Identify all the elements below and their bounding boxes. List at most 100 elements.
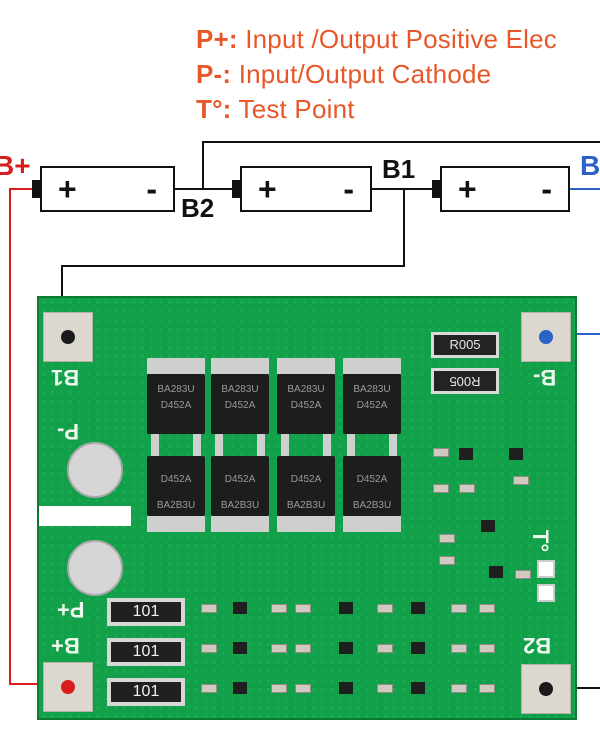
p-plus-pad (67, 540, 123, 596)
pcb-divider-strip (39, 506, 131, 526)
mosfet-tab (343, 516, 401, 532)
b2-label: B2 (181, 193, 215, 223)
p-minus-pad (67, 442, 123, 498)
smd-component (377, 604, 393, 613)
b-minus-label: B (580, 150, 600, 181)
smd-component (451, 684, 467, 693)
smd-component (201, 604, 217, 613)
silk-p-minus: P- (57, 419, 79, 444)
smd-component (479, 684, 495, 693)
mosfet-marking: BA2B3U (220, 500, 260, 511)
mosfet-marking: BA2B3U (156, 500, 196, 511)
smd-component (433, 448, 449, 457)
resistor-101-3: 101 (107, 678, 185, 706)
sot-transistor (459, 448, 473, 460)
mosfet-tab (211, 516, 269, 532)
silk-b-plus: B+ (51, 633, 80, 658)
mosfet-tab (277, 358, 335, 374)
mosfet-leg (347, 434, 355, 448)
battery-cell-3: + - (432, 166, 570, 212)
mosfet-bottom-3: D452A BA2B3U (277, 442, 335, 532)
smd-component (377, 644, 393, 653)
silk-b2: B2 (523, 633, 552, 658)
mosfet-leg (215, 434, 223, 448)
b1-pad-dot (61, 330, 75, 344)
mosfet-leg (151, 434, 159, 448)
mosfet-leg (193, 434, 201, 448)
smd-component (439, 534, 455, 543)
sot-transistor (481, 520, 495, 532)
smd-component (295, 644, 311, 653)
cell-terminal (32, 180, 42, 198)
b1-pad (43, 312, 93, 362)
mosfet-marking: D452A (224, 400, 256, 411)
sot-transistor (339, 602, 353, 614)
sot-transistor (411, 642, 425, 654)
cell-plus-sign: + (258, 171, 277, 207)
b-plus-label: B+ (0, 150, 31, 181)
shunt-resistor-2: R005 (431, 368, 499, 394)
mosfet-tab (343, 358, 401, 374)
test-point-pad (537, 560, 555, 578)
mosfet-marking: D452A (160, 474, 192, 485)
bms-pcb: B1 B- P- P+ B+ B2 T° BA283U D452A BA283U… (37, 296, 577, 720)
silk-b1: B1 (51, 365, 80, 390)
sot-transistor (339, 642, 353, 654)
mosfet-leg (257, 442, 265, 456)
mosfet-tab (147, 358, 205, 374)
smd-component (201, 684, 217, 693)
silk-b-minus: B- (533, 365, 557, 390)
battery-cell-2: + - (232, 166, 372, 212)
b-minus-pad (521, 312, 571, 362)
smd-component (295, 684, 311, 693)
b1-label: B1 (382, 154, 416, 184)
legend-p-minus-text: Input/Output Cathode (231, 59, 492, 89)
smd-component (459, 484, 475, 493)
battery-cell-1: + - (32, 166, 175, 212)
mosfet-marking: BA2B3U (286, 500, 326, 511)
legend-p-minus-key: P-: (196, 59, 232, 89)
mosfet-leg (257, 434, 265, 448)
mosfet-leg (323, 434, 331, 448)
test-point-pad (537, 584, 555, 602)
mosfet-top-3: BA283U D452A (277, 358, 335, 448)
shunt-resistor-1: R005 (431, 332, 499, 358)
mosfet-leg (347, 442, 355, 456)
b2-tap-wire (202, 141, 600, 189)
sot-transistor (233, 682, 247, 694)
smd-component (271, 644, 287, 653)
mosfet-leg (215, 442, 223, 456)
sot-transistor (489, 566, 503, 578)
sot-transistor (411, 682, 425, 694)
mosfet-marking: D452A (356, 474, 388, 485)
mosfet-bottom-1: D452A BA2B3U (147, 442, 205, 532)
smd-component (201, 644, 217, 653)
legend-test-point: T°: Test Point (196, 94, 355, 125)
cell-minus-sign: - (343, 171, 354, 207)
legend-p-plus: P+: Input /Output Positive Elec (196, 24, 557, 55)
legend-test-text: Test Point (231, 94, 355, 124)
sot-transistor (339, 682, 353, 694)
smd-component (271, 604, 287, 613)
smd-component (271, 684, 287, 693)
smd-component (439, 556, 455, 565)
silk-p-plus: P+ (57, 597, 85, 622)
smd-component (479, 644, 495, 653)
mosfet-marking: BA2B3U (352, 500, 392, 511)
b-minus-pad-dot (539, 330, 553, 344)
smd-component (479, 604, 495, 613)
mosfet-marking: D452A (160, 400, 192, 411)
mosfet-leg (151, 442, 159, 456)
smd-component (295, 604, 311, 613)
smd-component (377, 684, 393, 693)
smd-component (513, 476, 529, 485)
mosfet-marking: D452A (290, 474, 322, 485)
legend-test-key: T°: (196, 94, 232, 124)
cell-terminal (432, 180, 442, 198)
sot-transistor (233, 602, 247, 614)
mosfet-leg (281, 442, 289, 456)
legend-p-plus-key: P+: (196, 24, 238, 54)
b-plus-pad (43, 662, 93, 712)
cell-minus-sign: - (146, 171, 157, 207)
mosfet-top-2: BA283U D452A (211, 358, 269, 448)
